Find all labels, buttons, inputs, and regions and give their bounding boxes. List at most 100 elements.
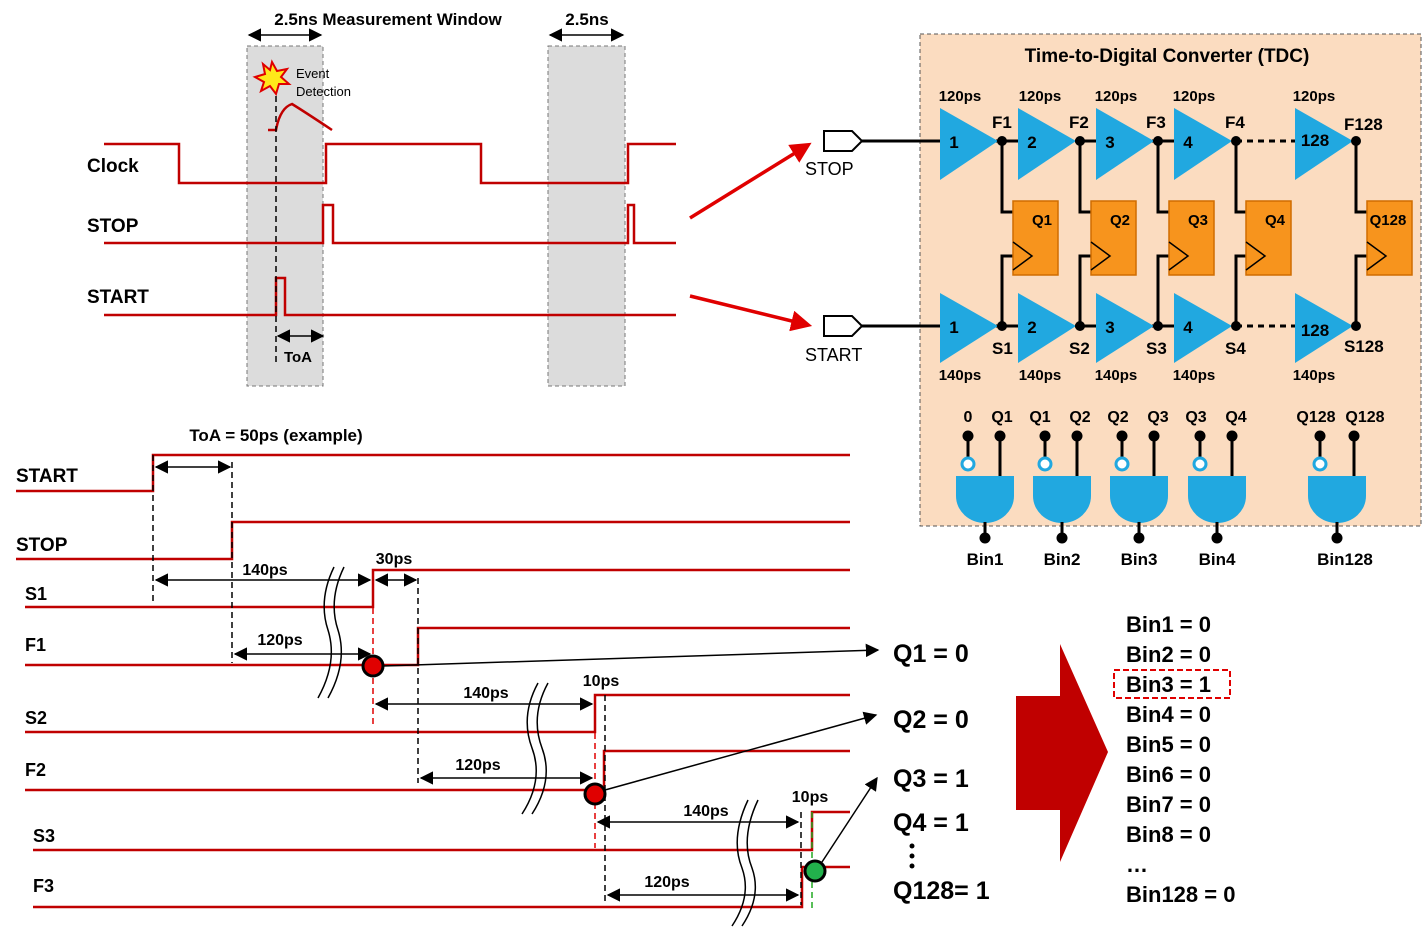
node-f3: F3	[1146, 113, 1166, 132]
stop-buf-num-2: 2	[1027, 133, 1036, 152]
flipflop-q1: Q1	[1012, 200, 1059, 276]
big-red-arrow	[1016, 644, 1108, 862]
window-label: 2.5ns Measurement Window	[274, 10, 502, 29]
wave-s1	[25, 568, 850, 609]
top-timing: 2.5ns Measurement Window 2.5ns Event Det…	[87, 10, 813, 387]
wave-f2	[25, 749, 850, 792]
wave-f3	[33, 865, 850, 909]
svg-text:Q2: Q2	[1107, 409, 1128, 426]
bin3-highlight	[1113, 669, 1231, 699]
flipflop-q2: Q2	[1090, 200, 1137, 276]
sample-point-f2	[583, 782, 607, 806]
q4-result: Q4 = 1	[893, 809, 969, 837]
wave-s2	[25, 693, 850, 734]
flipflop-q4: Q4	[1245, 200, 1292, 276]
sig-f1: F1	[25, 635, 46, 655]
svg-text:Q1: Q1	[1029, 409, 1050, 426]
toa-example-label: ToA = 50ps (example)	[189, 426, 362, 445]
dim-140-1: 140ps	[242, 562, 287, 579]
bin1-result: Bin1 = 0	[1126, 612, 1211, 637]
node-f128: F128	[1344, 115, 1383, 134]
bin128-result: Bin128 = 0	[1126, 882, 1235, 907]
sig-stop: STOP	[16, 535, 68, 556]
node-s2: S2	[1069, 339, 1090, 358]
bin5-result: Bin5 = 0	[1126, 732, 1211, 757]
svg-text:Q4: Q4	[1265, 212, 1286, 229]
start-buffer-1	[940, 293, 998, 363]
sample-point-f3	[803, 859, 827, 883]
dim-140-3: 140ps	[683, 803, 728, 820]
svg-text:Q3: Q3	[1147, 409, 1168, 426]
start-delay-4: 140ps	[1173, 367, 1216, 384]
red-arrow-start	[689, 294, 813, 332]
start-buffer-2	[1018, 293, 1076, 363]
stop-port-label: STOP	[805, 159, 854, 179]
wave-f1	[25, 626, 850, 667]
stop-buffer-4	[1174, 108, 1232, 180]
stop-delay-3: 120ps	[1095, 88, 1138, 105]
stop-buffer-2	[1018, 108, 1076, 180]
event-label-2: Detection	[296, 84, 351, 99]
event-star-icon	[252, 59, 292, 97]
time-break-1	[317, 566, 345, 699]
wave-stop	[16, 520, 850, 561]
bin-results: Bin1 = 0 Bin2 = 0 Bin3 = 1 Bin4 = 0 Bin5…	[1113, 612, 1235, 907]
bottom-timing: ToA = 50ps (example) START STOP S1 F1 S2…	[16, 426, 880, 927]
start-delay-128: 140ps	[1293, 367, 1336, 384]
time-break-2	[521, 682, 549, 815]
start-port-label: START	[805, 345, 862, 365]
wave-start	[16, 453, 850, 493]
node-s3: S3	[1146, 339, 1167, 358]
svg-text:Bin128: Bin128	[1317, 550, 1373, 569]
svg-text:Q2: Q2	[1110, 212, 1130, 229]
q-results: Q1 = 0 Q2 = 0 Q3 = 1 Q4 = 1 Q128= 1	[893, 640, 990, 905]
sig-f3: F3	[33, 876, 54, 896]
time-break-3	[731, 799, 759, 927]
svg-text:Bin1: Bin1	[967, 550, 1004, 569]
start-delay-3: 140ps	[1095, 367, 1138, 384]
svg-text:0: 0	[964, 409, 973, 426]
node-f1: F1	[992, 113, 1012, 132]
q3-result: Q3 = 1	[893, 765, 969, 793]
svg-text:Q4: Q4	[1225, 409, 1246, 426]
start-buffer-3	[1096, 293, 1154, 363]
sig-s1: S1	[25, 584, 47, 604]
stop-buffer-128	[1295, 108, 1353, 180]
start-buffer-128	[1295, 293, 1353, 363]
bin-ellipsis: …	[1126, 852, 1148, 877]
start-port	[823, 315, 864, 337]
and-gate-bin1: 0 Q1 Bin1	[956, 409, 1014, 569]
dim-140-2: 140ps	[463, 685, 508, 702]
bin4-result: Bin4 = 0	[1126, 702, 1211, 727]
start-delay-1: 140ps	[939, 367, 982, 384]
and-gate-bin2: Q1 Q2 Bin2	[1029, 409, 1091, 569]
window2-label: 2.5ns	[565, 10, 608, 29]
red-arrow-stop	[689, 142, 812, 220]
stop-delay-128: 120ps	[1293, 88, 1336, 105]
start-buf-num-2: 2	[1027, 318, 1036, 337]
dim-30: 30ps	[376, 551, 413, 568]
dim-120-2: 120ps	[455, 757, 500, 774]
dim-10-1: 10ps	[583, 673, 620, 690]
sig-s2: S2	[25, 708, 47, 728]
node-f4: F4	[1225, 113, 1245, 132]
stop-wave-top	[104, 203, 676, 245]
svg-text:Bin4: Bin4	[1199, 550, 1236, 569]
start-buf-num-128: 128	[1301, 321, 1329, 340]
svg-text:Q128: Q128	[1345, 409, 1384, 426]
flipflop-q3: Q3	[1168, 200, 1215, 276]
event-pulse	[268, 102, 333, 132]
sig-s3: S3	[33, 826, 55, 846]
node-s4: S4	[1225, 339, 1246, 358]
start-buf-num-4: 4	[1183, 318, 1193, 337]
dim-10-2: 10ps	[792, 789, 829, 806]
node-s128: S128	[1344, 337, 1384, 356]
stop-delay-4: 120ps	[1173, 88, 1216, 105]
svg-text:Q3: Q3	[1185, 409, 1206, 426]
svg-text:Bin3: Bin3	[1121, 550, 1158, 569]
start-buf-num-1: 1	[949, 318, 958, 337]
clock-label: Clock	[87, 156, 139, 177]
and-gate-bin3: Q2 Q3 Bin3	[1107, 409, 1168, 569]
start-label-top: START	[87, 287, 149, 308]
